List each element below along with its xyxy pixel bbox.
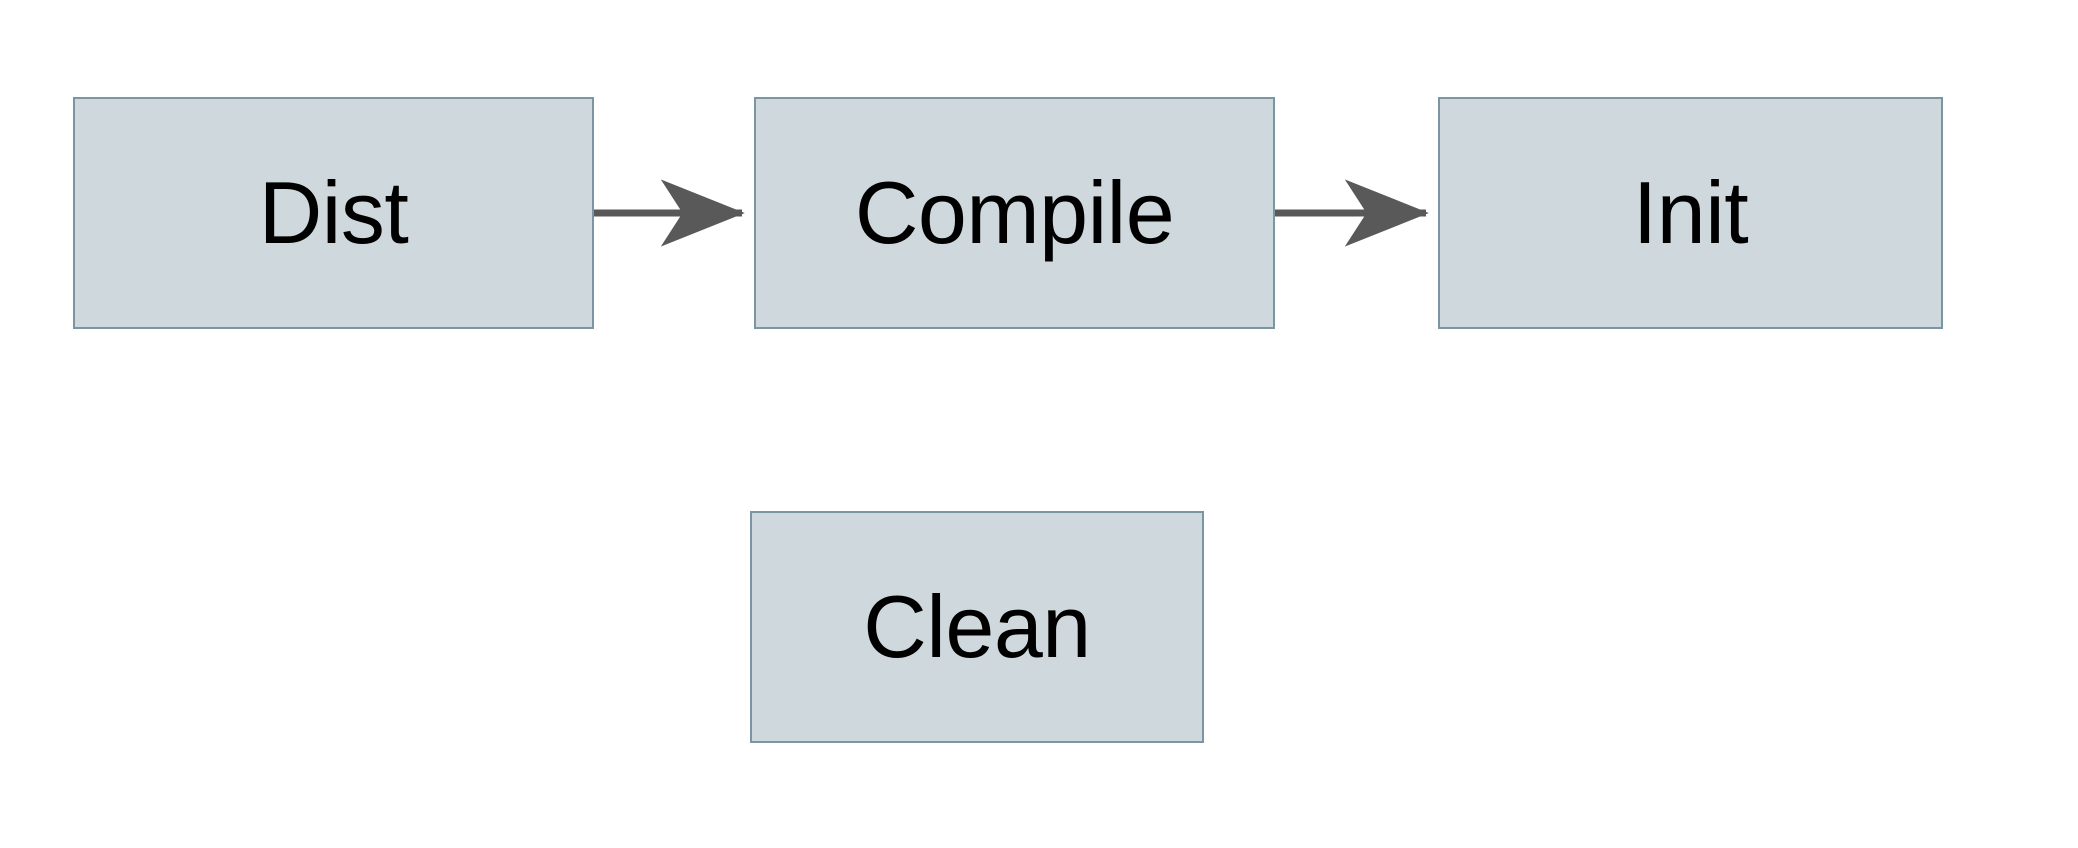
node-init-label: Init (1632, 163, 1749, 262)
node-compile-label: Compile (854, 163, 1175, 262)
node-clean[interactable]: Clean (750, 511, 1204, 743)
node-init[interactable]: Init (1438, 97, 1943, 329)
node-compile[interactable]: Compile (754, 97, 1275, 329)
node-dist-label: Dist (258, 163, 409, 262)
node-clean-label: Clean (863, 577, 1091, 676)
node-dist[interactable]: Dist (73, 97, 594, 329)
